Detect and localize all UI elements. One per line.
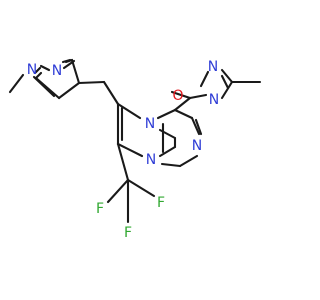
bond-line — [220, 80, 234, 100]
bond-line — [188, 93, 208, 100]
atom-n-pz2-ring: N — [208, 59, 218, 75]
atom-n-pz1-methyl: N — [27, 62, 37, 78]
bond-line — [160, 162, 182, 168]
atom-n-pyrimidine: N — [145, 116, 155, 132]
atom-f-3: F — [124, 225, 132, 241]
bond-line — [190, 116, 201, 136]
bond-line — [158, 145, 177, 158]
atom-n-bridge: N — [146, 152, 156, 168]
bond-line — [220, 74, 230, 90]
bond-line — [70, 58, 81, 85]
molecule-structure: N N N N N O N N F F F — [8, 58, 262, 241]
bond-line — [116, 142, 144, 158]
bond-line — [116, 102, 142, 120]
bond-line — [33, 66, 42, 75]
atom-label-layer: N N N N N O N N F F F — [27, 59, 219, 241]
bond-line — [62, 59, 76, 70]
bond-line — [116, 142, 130, 182]
bond-line — [57, 81, 81, 100]
bond-line — [39, 64, 51, 72]
bond-line — [8, 73, 25, 94]
atom-o-carbonyl: O — [172, 88, 183, 104]
atom-f-1: F — [96, 201, 104, 217]
bond-line — [170, 90, 192, 100]
bond-line — [34, 71, 43, 80]
bond-line — [199, 70, 210, 88]
bond-line — [77, 80, 106, 85]
bond-line — [220, 68, 234, 84]
bond-line — [64, 58, 74, 64]
atom-f-2: F — [157, 195, 165, 211]
bond-line — [126, 178, 156, 198]
bond-line — [173, 108, 194, 120]
atom-n-pz1-ring: N — [52, 63, 62, 79]
bond-line — [106, 178, 130, 204]
bond-layer — [8, 58, 262, 224]
bond-line — [173, 96, 192, 112]
bond-line — [178, 154, 199, 168]
bond-line — [102, 80, 120, 106]
bond-line — [156, 108, 177, 120]
bond-line — [32, 75, 56, 98]
atom-n-pz-fused: N — [192, 138, 202, 154]
bond-line — [194, 118, 203, 136]
atom-n-pz2-attach: N — [209, 92, 219, 108]
